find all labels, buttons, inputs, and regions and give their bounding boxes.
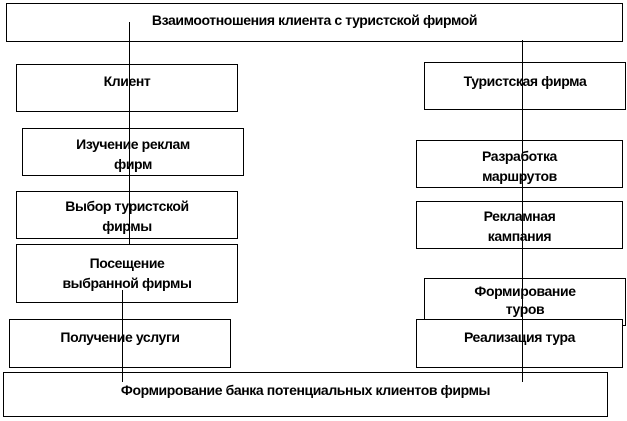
firm-connector-line: [522, 40, 523, 382]
step-text: Посещение: [89, 255, 165, 271]
firm-step-box: Реализация тура: [416, 319, 623, 368]
step-text: Изучение реклам: [76, 136, 190, 152]
step-text: Рекламная: [483, 208, 556, 224]
step-text: кампания: [487, 228, 552, 244]
firm-step-box: Формирование туров: [424, 278, 626, 326]
step-text: Разработка: [482, 148, 557, 164]
client-step-box: Посещение выбранной фирмы: [16, 244, 238, 303]
client-connector-line: [122, 290, 123, 382]
client-header-text: Клиент: [103, 73, 151, 89]
firm-step-box: Рекламная кампания: [416, 201, 623, 249]
step-text: Реализация тура: [463, 329, 576, 345]
client-step-box: Изучение реклам фирм: [22, 128, 244, 176]
client-step-box: Получение услуги: [9, 319, 231, 368]
step-text: туров: [505, 301, 545, 317]
title-box: Взаимоотношения клиента с туристской фир…: [6, 3, 623, 42]
step-text: Получение услуги: [60, 329, 180, 345]
client-step-box: Выбор туристской фирмы: [16, 191, 238, 239]
client-connector-line: [129, 22, 130, 244]
step-text: фирм: [114, 156, 152, 172]
client-header-box: Клиент: [16, 64, 238, 112]
step-text: Выбор туристской: [65, 198, 189, 214]
title-text: Взаимоотношения клиента с туристской фир…: [151, 12, 478, 28]
step-text: фирмы: [102, 218, 152, 234]
firm-header-box: Туристская фирма: [424, 62, 626, 110]
step-text: маршрутов: [482, 168, 557, 184]
footer-box: Формирование банка потенциальных клиенто…: [3, 372, 608, 417]
firm-header-text: Туристская фирма: [463, 73, 587, 89]
firm-step-box: Разработка маршрутов: [416, 140, 623, 188]
step-text: выбранной фирмы: [62, 275, 192, 291]
step-text: Формирование: [474, 283, 576, 299]
footer-text: Формирование банка потенциальных клиенто…: [120, 382, 491, 398]
